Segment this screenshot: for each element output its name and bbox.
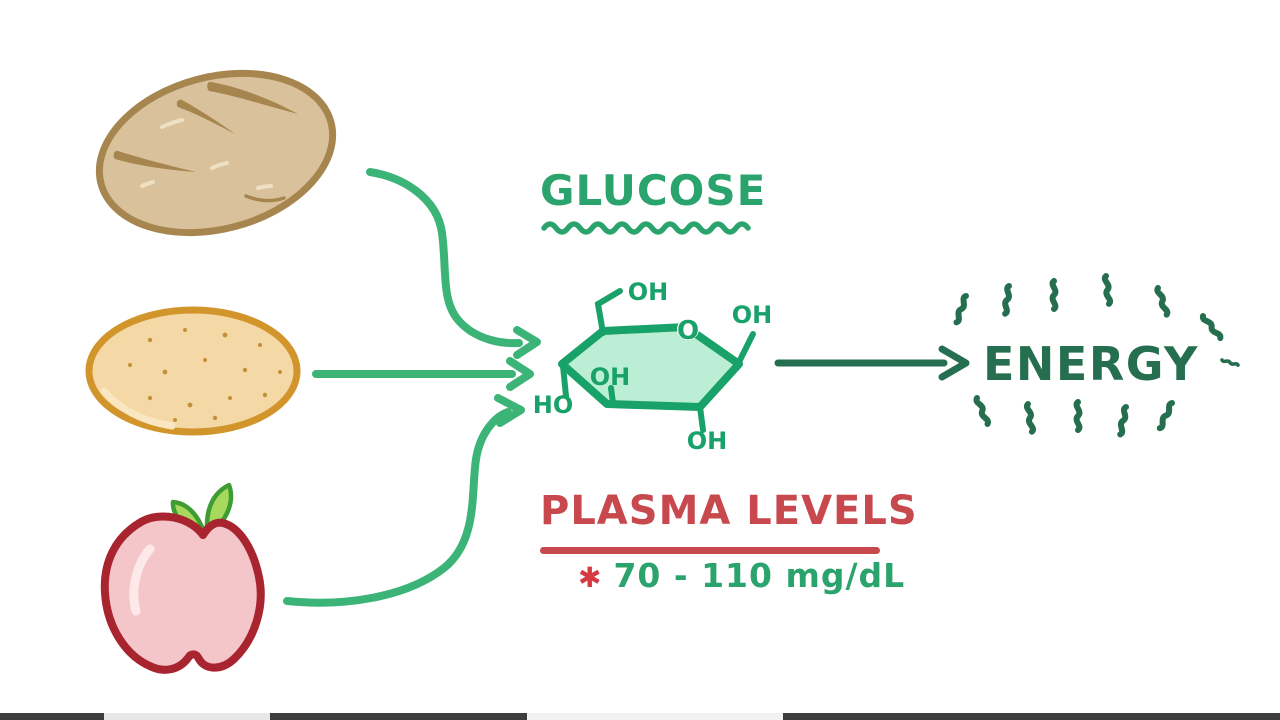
bond-ho bbox=[560, 363, 569, 399]
bread-illustration bbox=[95, 69, 337, 237]
glucose-molecule: OH O OH OH HO OH bbox=[533, 278, 773, 455]
progress-segment[interactable] bbox=[104, 713, 270, 720]
arrow-potato-to-glucose bbox=[312, 357, 534, 391]
energy-heading: ENERGY bbox=[983, 337, 1199, 391]
progress-segment[interactable] bbox=[270, 713, 527, 720]
progress-segment[interactable] bbox=[0, 713, 104, 720]
asterisk-icon: ✱ bbox=[578, 561, 602, 594]
plasma-range: ✱ 70 - 110 mg/dL bbox=[578, 556, 905, 595]
potato-illustration bbox=[85, 306, 301, 436]
progress-segment[interactable] bbox=[527, 713, 783, 720]
molecule-label-ho: HO bbox=[533, 391, 574, 419]
ring-oxygen-gap bbox=[677, 318, 699, 340]
molecule-label-inner-oh: OH bbox=[590, 363, 631, 391]
glucose-heading: GLUCOSE bbox=[540, 166, 767, 215]
molecule-label-bottom-oh: OH bbox=[687, 427, 728, 455]
plasma-levels-heading: PLASMA LEVELS bbox=[540, 488, 918, 534]
bond-inner-oh bbox=[608, 385, 616, 406]
molecule-label-ring-oxygen: O bbox=[677, 316, 699, 346]
arrow-glucose-to-energy bbox=[774, 345, 970, 381]
arrow-bread-to-glucose bbox=[366, 168, 541, 359]
bond-anomeric bbox=[736, 331, 756, 365]
glucose-underline bbox=[541, 221, 751, 235]
arrow-apple-to-glucose bbox=[283, 394, 525, 607]
plasma-underline bbox=[540, 547, 880, 554]
bond-ch2oh bbox=[594, 288, 623, 336]
molecule-label-ch2oh: OH bbox=[628, 278, 669, 306]
progress-bar[interactable] bbox=[0, 713, 1280, 720]
molecule-label-anomeric-oh: OH bbox=[732, 301, 773, 329]
progress-segment[interactable] bbox=[783, 713, 1280, 720]
apple-illustration bbox=[100, 482, 265, 674]
plasma-range-value: 70 - 110 mg/dL bbox=[613, 556, 906, 595]
bond-bottom-oh bbox=[697, 404, 706, 433]
